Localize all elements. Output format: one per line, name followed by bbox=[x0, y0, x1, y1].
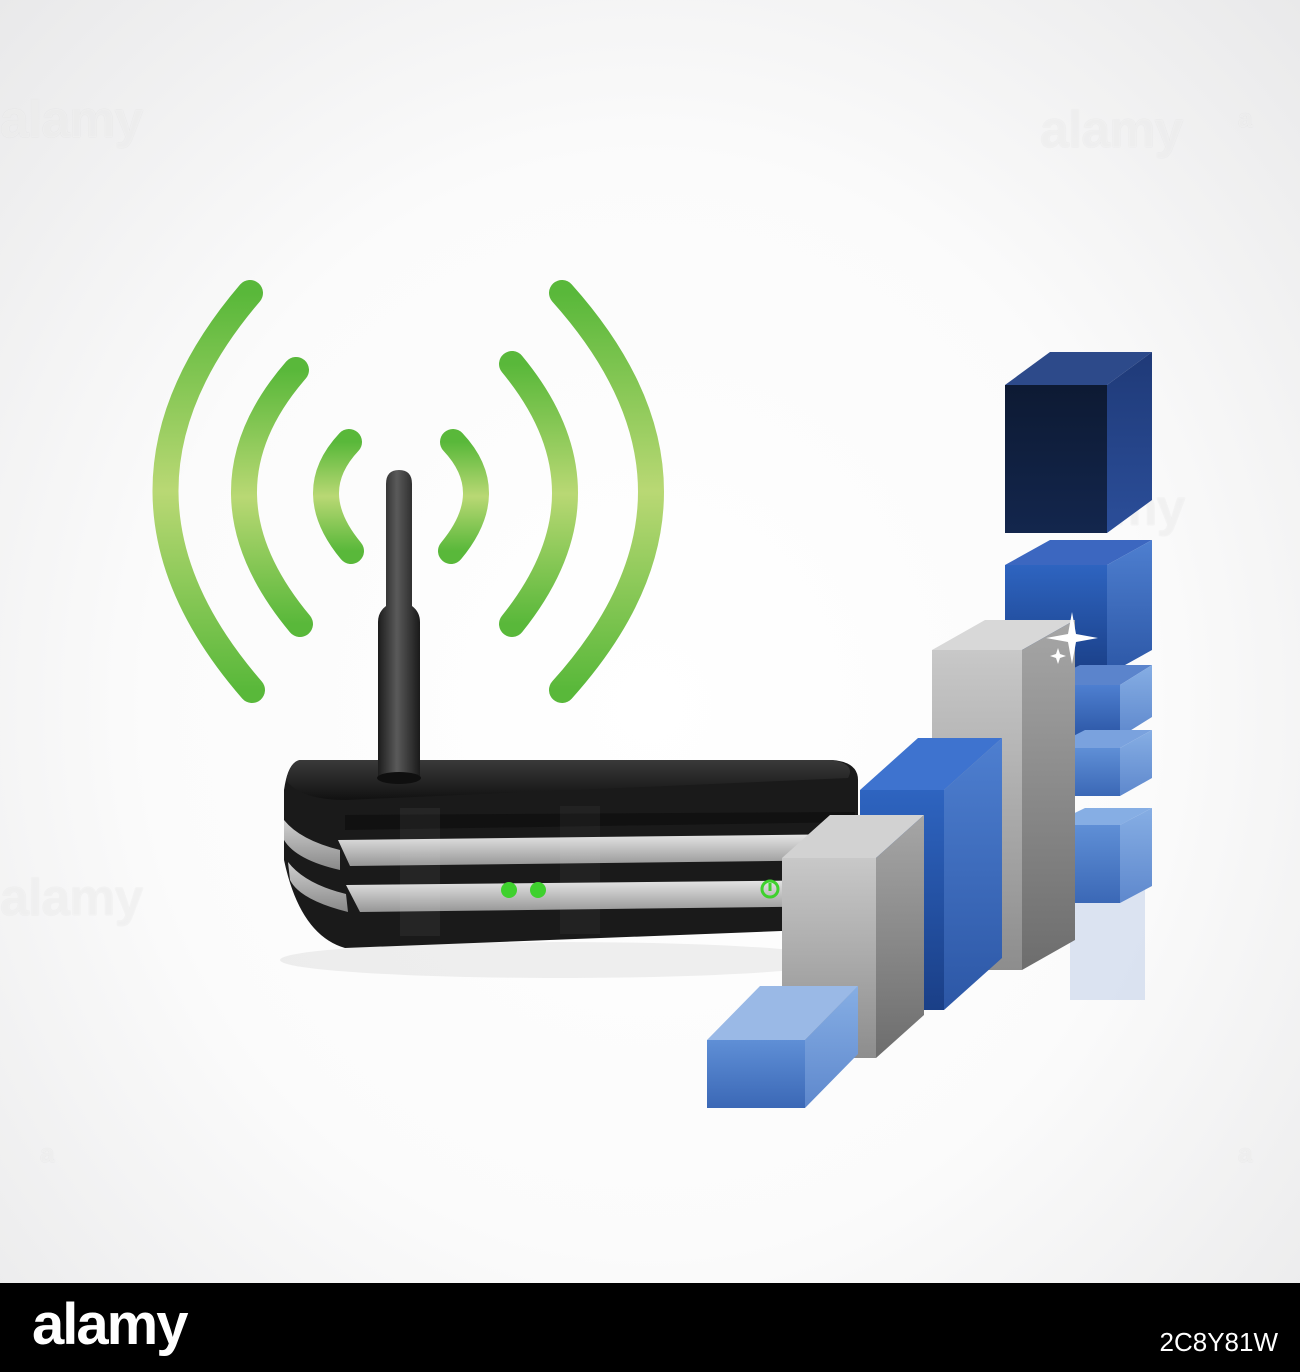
image-id-label: 2C8Y81W bbox=[1159, 1327, 1279, 1357]
footer-bar: alamy 2C8Y81W bbox=[0, 1283, 1300, 1372]
router-icon bbox=[280, 470, 858, 978]
wifi-signal-icon bbox=[152, 280, 664, 703]
bar-chart-icon bbox=[707, 352, 1152, 1108]
status-led bbox=[530, 882, 546, 898]
power-icon bbox=[760, 879, 780, 899]
sparkle-icon bbox=[1046, 612, 1098, 664]
alamy-logo: alamy bbox=[32, 1292, 188, 1357]
illustration-stage: alamy alamy a alamy alamy alamy a a bbox=[0, 0, 1300, 1283]
router-chart-illustration bbox=[152, 280, 1152, 1108]
status-led bbox=[501, 882, 517, 898]
